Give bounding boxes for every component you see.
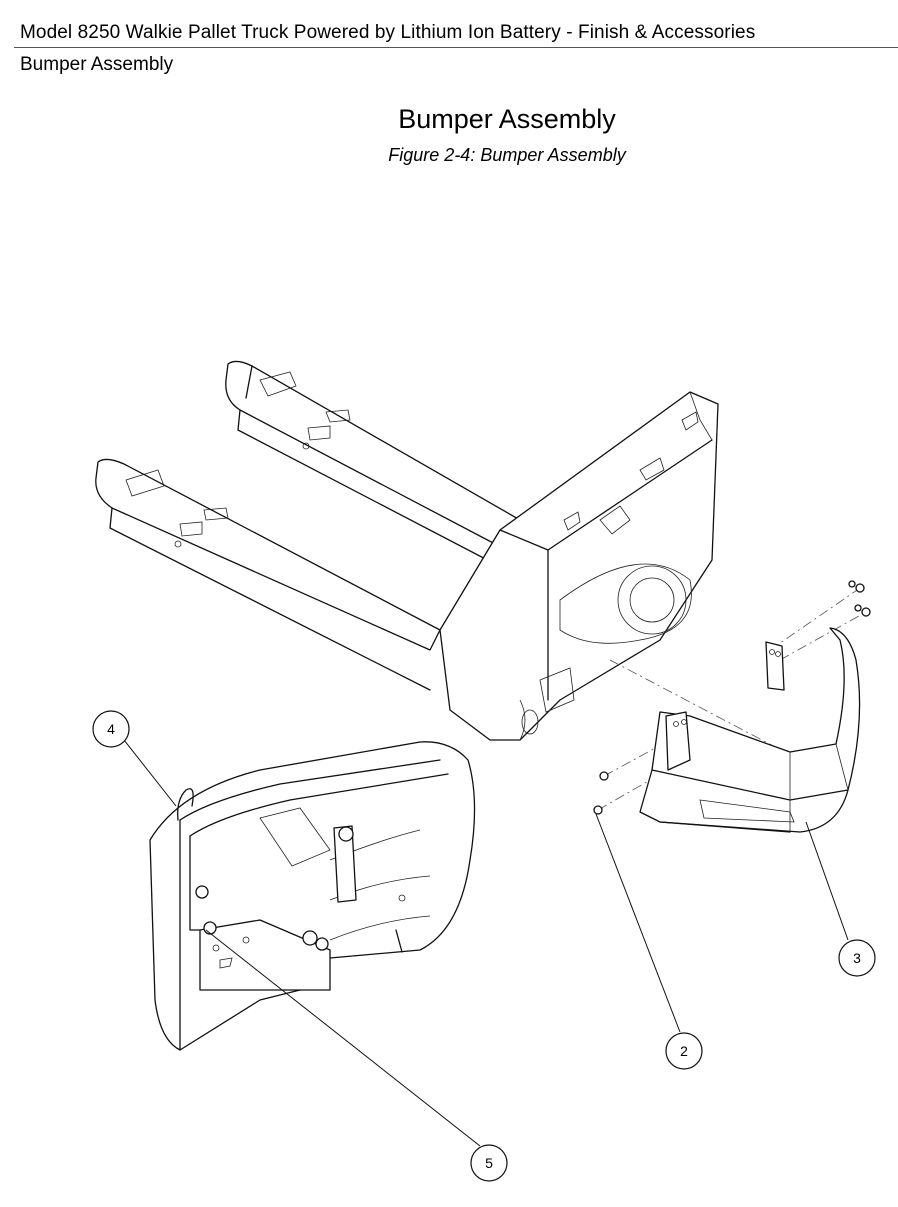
pallet-truck-frame <box>95 360 719 741</box>
callout-5-label: 5 <box>485 1155 493 1171</box>
header-title: Model 8250 Walkie Pallet Truck Powered b… <box>20 22 756 43</box>
callout-4-label: 4 <box>107 721 115 737</box>
callout-4: 4 <box>92 710 130 748</box>
callout-2-label: 2 <box>680 1043 688 1059</box>
callout-5: 5 <box>470 1144 508 1182</box>
header-section: Bumper Assembly <box>20 54 174 75</box>
callout-3-label: 3 <box>853 950 861 966</box>
page-heading: Bumper Assembly <box>398 104 616 134</box>
bumper-detail-view <box>149 741 476 1051</box>
figure-caption: Figure 2-4: Bumper Assembly <box>388 145 626 165</box>
header-rule <box>14 47 898 48</box>
bumper-exploded <box>593 580 871 833</box>
callout-leaders <box>123 739 849 1147</box>
callout-2: 2 <box>665 1032 703 1070</box>
callout-3: 3 <box>838 939 876 977</box>
